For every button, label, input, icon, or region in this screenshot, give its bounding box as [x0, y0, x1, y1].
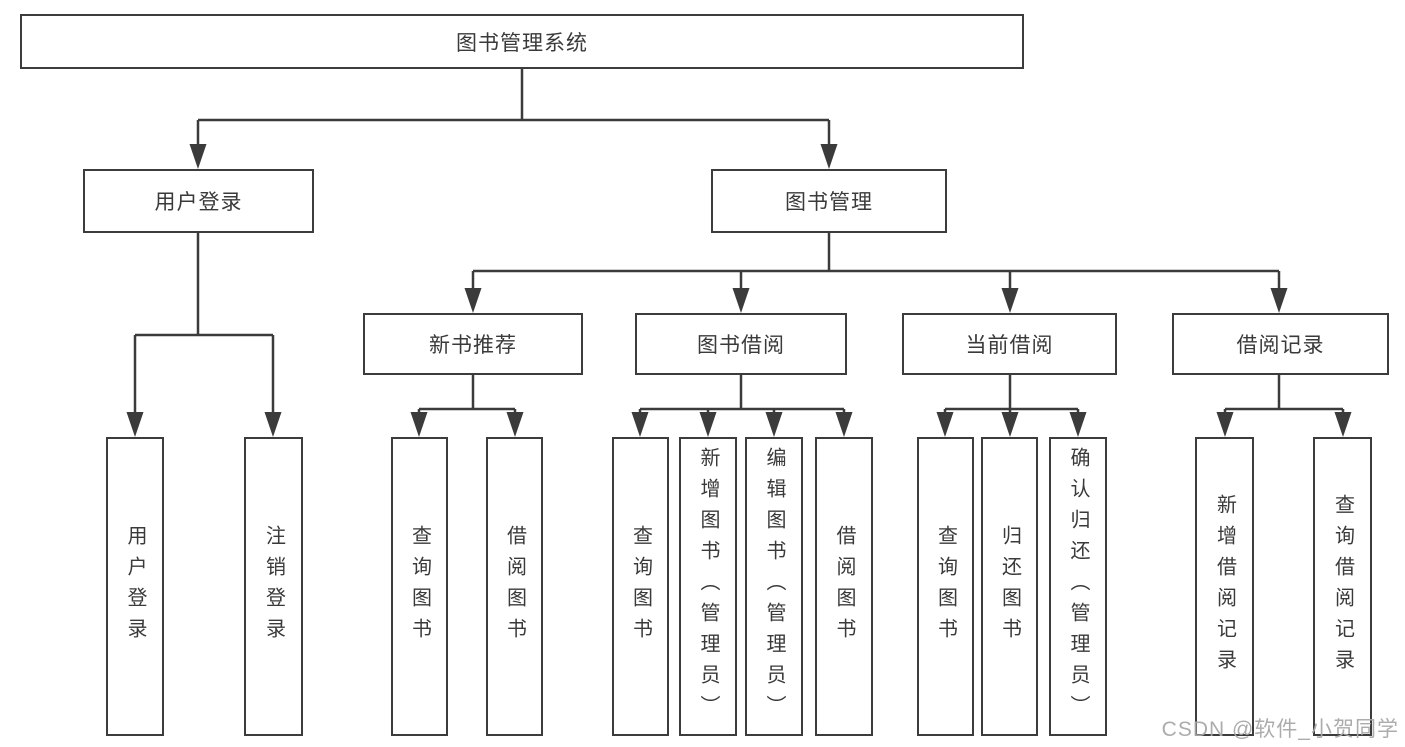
node-current-borrowing: 当前借阅 [902, 313, 1117, 375]
node-label: 图书管理 [785, 191, 873, 214]
leaf-query-borrow-record: 查询借阅记录 [1313, 437, 1372, 736]
csdn-watermark: CSDN @软件_小贺同学 [1161, 718, 1399, 741]
leaf-confirm-return-admin: 确认归还（管理员） [1049, 437, 1107, 736]
leaf-user-login: 用户登录 [106, 437, 164, 736]
node-user-login: 用户登录 [83, 169, 314, 233]
node-label: 借阅图书 [833, 524, 855, 649]
node-label: 用户登录 [124, 524, 146, 649]
node-label: 图书借阅 [697, 334, 785, 357]
leaf-return-books: 归还图书 [981, 437, 1038, 736]
connector-root-to-level2 [189, 69, 838, 169]
connector-current-to-leaves [936, 375, 1087, 437]
connector-record-to-leaves [1216, 375, 1352, 437]
node-label: 新增借阅记录 [1213, 493, 1236, 680]
leaf-edit-books-admin: 编辑图书（管理员） [745, 437, 803, 736]
node-label: 查询图书 [629, 524, 652, 649]
node-label: 查询借阅记录 [1331, 493, 1354, 680]
leaf-add-borrow-record: 新增借阅记录 [1195, 437, 1254, 736]
connector-rec-to-leaves [410, 375, 524, 437]
leaf-query-books-current: 查询图书 [917, 437, 974, 736]
leaf-logout: 注销登录 [244, 437, 303, 736]
node-label: 图书管理系统 [456, 31, 588, 55]
connector-login-to-leaves [126, 233, 282, 437]
node-label: 借阅记录 [1236, 334, 1325, 357]
node-label: 编辑图书（管理员） [763, 447, 785, 726]
leaf-query-books-borrow: 查询图书 [612, 437, 669, 736]
node-label: 归还图书 [998, 524, 1021, 649]
node-label: 当前借阅 [965, 334, 1054, 357]
node-new-book-recommendation: 新书推荐 [363, 313, 583, 375]
connector-borrow-to-leaves [631, 375, 853, 437]
connector-mgmt-to-level3 [464, 233, 1288, 313]
node-label: 用户登录 [154, 191, 243, 214]
node-label: 查询图书 [408, 524, 431, 649]
node-label: 借阅图书 [503, 524, 526, 649]
node-label: 新增图书（管理员） [697, 447, 719, 726]
leaf-add-books-admin: 新增图书（管理员） [679, 437, 737, 736]
node-library-management-system: 图书管理系统 [20, 14, 1024, 69]
node-label: 新书推荐 [429, 334, 517, 357]
leaf-borrow-books-rec: 借阅图书 [486, 437, 543, 736]
node-borrowing-records: 借阅记录 [1172, 313, 1389, 375]
node-book-borrowing: 图书借阅 [635, 313, 847, 375]
node-label: 查询图书 [934, 524, 957, 649]
node-label: 确认归还（管理员） [1067, 447, 1089, 726]
leaf-query-books-rec: 查询图书 [391, 437, 448, 736]
leaf-borrow-books: 借阅图书 [815, 437, 873, 736]
node-label: 注销登录 [262, 524, 285, 649]
node-book-management: 图书管理 [711, 169, 947, 233]
